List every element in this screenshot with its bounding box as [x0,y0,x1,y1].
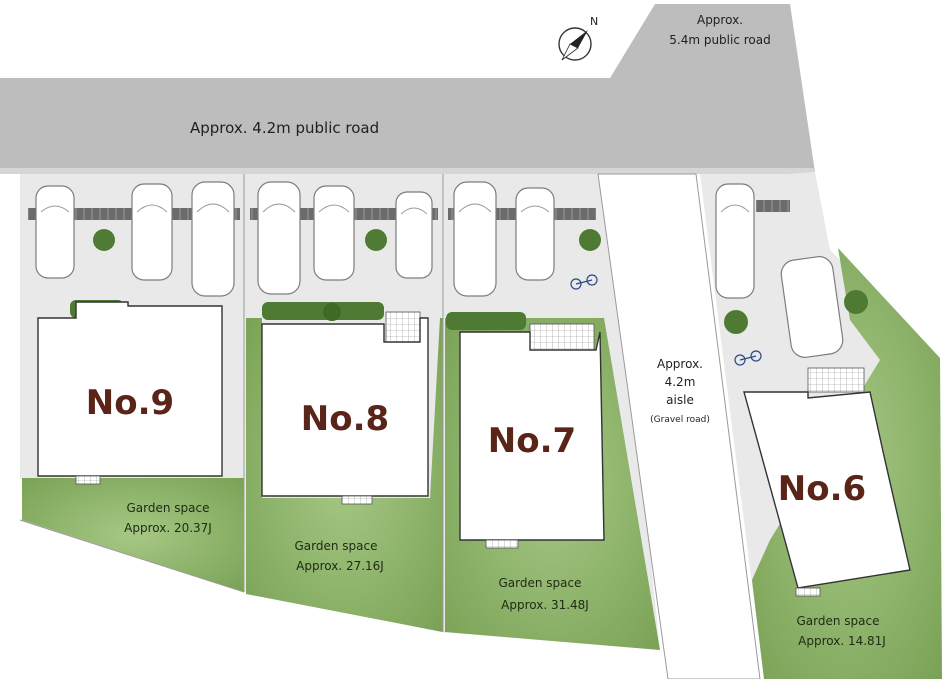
deck-lot-7 [529,323,595,351]
garden-label-8-line1: Garden space [295,539,378,553]
house-windows [75,475,821,597]
lot-boundary-south [19,519,245,593]
deck-lot-8 [385,311,421,343]
parked-cars [35,181,844,358]
garden-label-7-line2: Approx. 31.48J [501,598,589,612]
aisle-label-line4: (Gravel road) [650,415,710,425]
aisle-label-line2: 4.2m [665,375,696,389]
house-no-6 [743,391,911,589]
road-edge [0,168,815,174]
garden-label-7-line1: Garden space [499,576,582,590]
deck-lot-6 [807,367,865,393]
east-road-label-line2: 5.4m public road [669,33,771,47]
east-road-label-line1: Approx. [697,13,743,27]
house-no-8 [261,317,429,497]
garden-label-9-line1: Garden space [127,501,210,515]
gravel-aisle [597,173,761,679]
garden-lot-9 [22,478,244,592]
north-compass: N [558,15,598,61]
garden-label-8-line2: Approx. 27.16J [296,559,384,573]
house-label-no-6: No.6 [778,469,866,509]
car-windows [40,203,750,215]
house-label-no-8: No.8 [301,399,389,439]
compass-north-label: N [590,15,598,28]
aisle-label-line1: Approx. [657,357,703,371]
house-label-no-9: No.9 [86,383,174,423]
main-road-label: Approx. 4.2m public road [190,119,379,137]
curb-row-6 [756,200,790,212]
house-label-no-7: No.7 [488,421,576,461]
main-public-road [0,4,815,172]
garden-label-6-line2: Approx. 14.81J [798,634,886,648]
garden-label-9-line2: Approx. 20.37J [124,521,212,535]
compass-needle-tail-icon [561,43,579,61]
aisle-label-line3: aisle [666,393,694,407]
compass-needle-icon [570,30,588,48]
garden-lot-8 [246,318,443,632]
bicycle-icons [570,274,762,366]
strip-lot-9 [22,318,38,478]
house-no-7 [459,331,605,541]
garden-label-6-line1: Garden space [797,614,880,628]
